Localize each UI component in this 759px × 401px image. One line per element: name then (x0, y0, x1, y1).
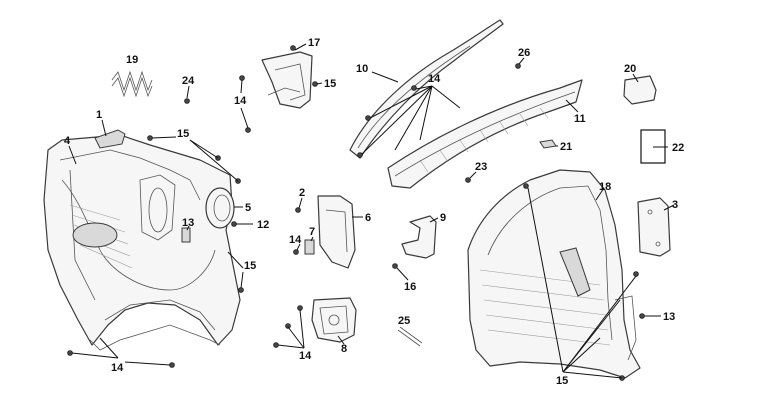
part-19-spring (111, 70, 153, 98)
callout-14-bottom-left: 14 (111, 362, 124, 374)
part-20-clip (623, 75, 657, 105)
part-18-inner-fender-panel (467, 169, 641, 379)
callout-26: 26 (518, 47, 530, 59)
callout-19: 19 (126, 54, 138, 66)
part-5-round-cover (205, 187, 235, 229)
callout-14-upper-right: 14 (428, 73, 441, 85)
callout-5: 5 (245, 202, 251, 214)
part-10-upper-trim-strip (349, 19, 504, 159)
part-3-plate (637, 197, 671, 257)
callout-3: 3 (672, 199, 678, 211)
callout-24: 24 (182, 75, 195, 87)
callout-20: 20 (624, 63, 636, 75)
callout-6: 6 (365, 212, 371, 224)
leader-lines (68, 43, 675, 379)
part-13-grommet-left (181, 227, 191, 243)
part-1-clip (94, 129, 126, 149)
part-8-bracket (311, 297, 357, 343)
callout-4: 4 (64, 135, 71, 147)
callout-9: 9 (440, 212, 446, 224)
part-11-lower-trim-strip (387, 79, 583, 189)
part-25-pin (397, 326, 423, 347)
part-17-bracket (261, 51, 313, 109)
callout-15-upper-left: 15 (177, 128, 189, 140)
callout-labels: 1 2 3 4 5 6 7 8 9 10 11 12 13 13 14 14 1… (64, 37, 684, 387)
callout-10: 10 (356, 63, 368, 75)
callout-8: 8 (341, 343, 347, 355)
callout-16: 16 (404, 281, 416, 293)
callout-13-right: 13 (663, 311, 675, 323)
callout-21: 21 (560, 141, 572, 153)
part-9-hook (401, 215, 437, 259)
callout-2: 2 (299, 187, 305, 199)
part-7-tab (304, 239, 315, 255)
callout-7: 7 (309, 226, 315, 238)
callout-14-middle: 14 (289, 234, 302, 246)
callout-15-lower-left: 15 (244, 260, 256, 272)
callout-13-left: 13 (182, 217, 194, 229)
callout-22: 22 (672, 142, 684, 154)
callout-17: 17 (308, 37, 320, 49)
callout-1: 1 (96, 109, 102, 121)
callout-14-bottom-middle: 14 (299, 350, 312, 362)
callout-12: 12 (257, 219, 269, 231)
callout-15-bottom-right: 15 (556, 375, 568, 387)
callout-23: 23 (475, 161, 487, 173)
callout-11: 11 (574, 113, 586, 125)
part-21-piece (539, 139, 557, 149)
callout-15-upper-middle: 15 (324, 78, 336, 90)
callout-18: 18 (599, 181, 611, 193)
part-6-bracket (317, 195, 356, 269)
callout-25: 25 (398, 315, 410, 327)
screws (67, 45, 645, 381)
inner-leg-shield-panel (43, 134, 241, 351)
callout-14-upper-left: 14 (234, 95, 247, 107)
